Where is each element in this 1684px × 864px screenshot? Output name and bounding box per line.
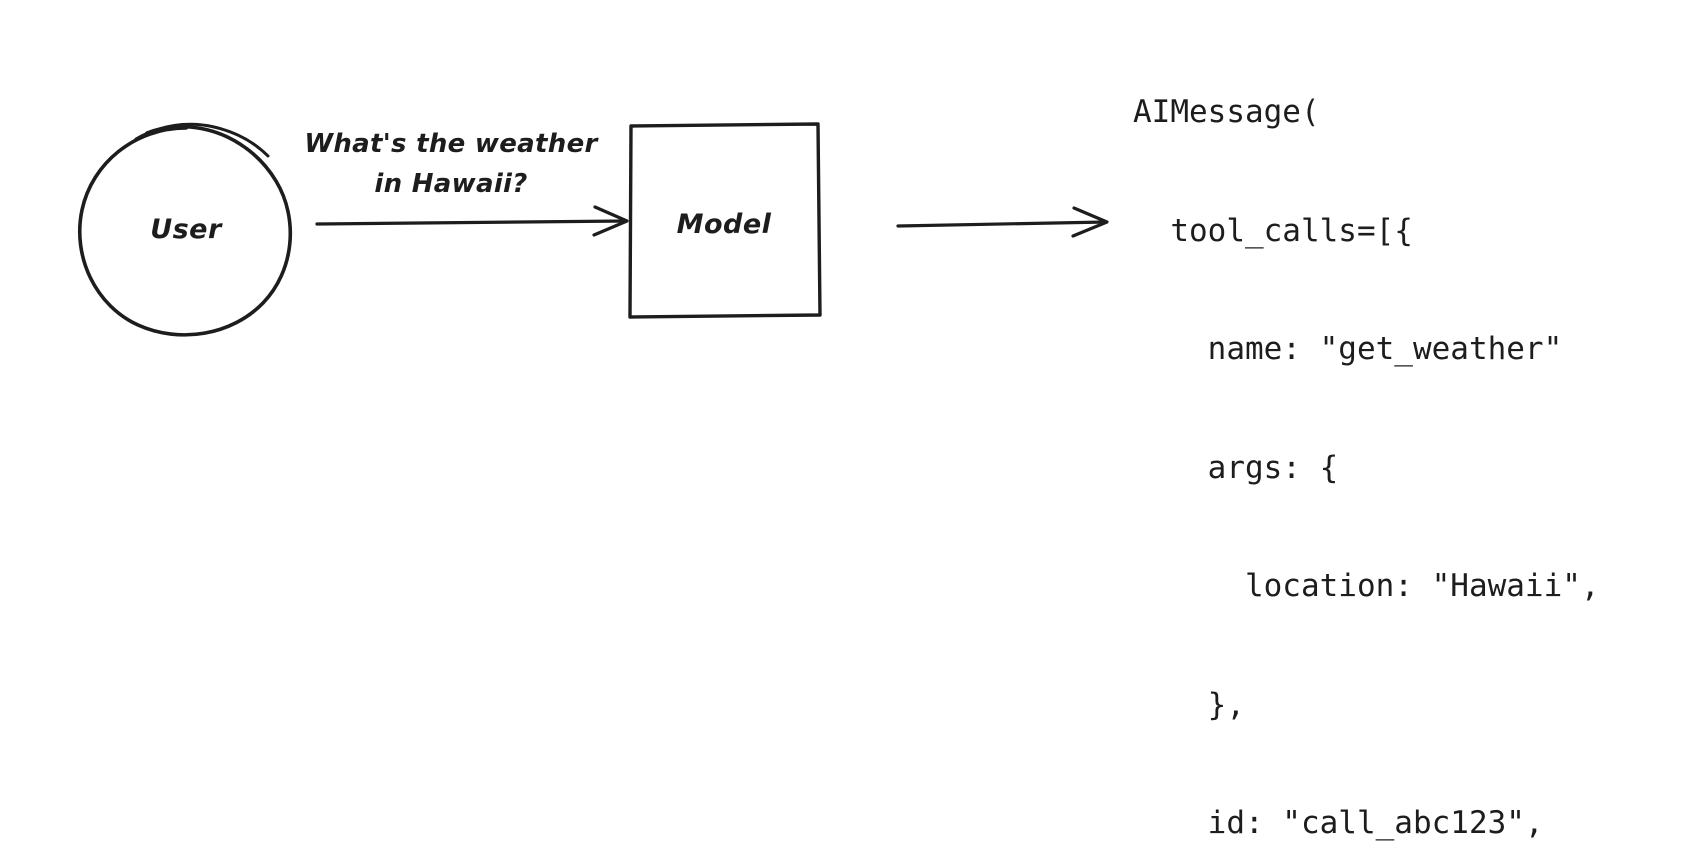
diagram-graphic: User Model What's the weather in Hawaii?: [77, 122, 1109, 337]
ai-message-output-code: AIMessage( tool_calls=[{ name: "get_weat…: [1133, 14, 1600, 864]
edge-label-user-to-model: What's the weather in Hawaii?: [304, 129, 599, 199]
edge-label-line-2: in Hawaii?: [374, 169, 527, 199]
user-circle-overstroke: [134, 122, 270, 158]
user-node-label: User: [150, 214, 223, 245]
node-user[interactable]: User: [77, 122, 293, 337]
code-line: args: {: [1133, 449, 1339, 486]
code-line: },: [1133, 686, 1245, 723]
user-circle-shape: [77, 124, 293, 337]
arrow-user-to-model: [315, 205, 629, 237]
arrow-2-head: [1071, 206, 1109, 238]
arrow-model-to-output: [896, 206, 1109, 238]
code-line: name: "get_weather": [1133, 331, 1563, 367]
arrow-1-shaft: [315, 219, 628, 226]
arrow-1-head: [592, 205, 629, 237]
diagram-canvas: User Model What's the weather in Hawaii?…: [77, 94, 1600, 841]
arrow-2-shaft: [896, 220, 1108, 228]
code-line: tool_calls=[{: [1133, 212, 1413, 249]
code-line: id: "call_abc123",: [1133, 805, 1544, 841]
model-node-label: Model: [677, 209, 772, 240]
node-model[interactable]: Model: [628, 122, 822, 319]
model-square-shape: [628, 122, 822, 319]
code-line: location: "Hawaii",: [1133, 568, 1600, 604]
edge-label-line-1: What's the weather: [304, 129, 599, 159]
code-line: AIMessage(: [1133, 94, 1320, 130]
